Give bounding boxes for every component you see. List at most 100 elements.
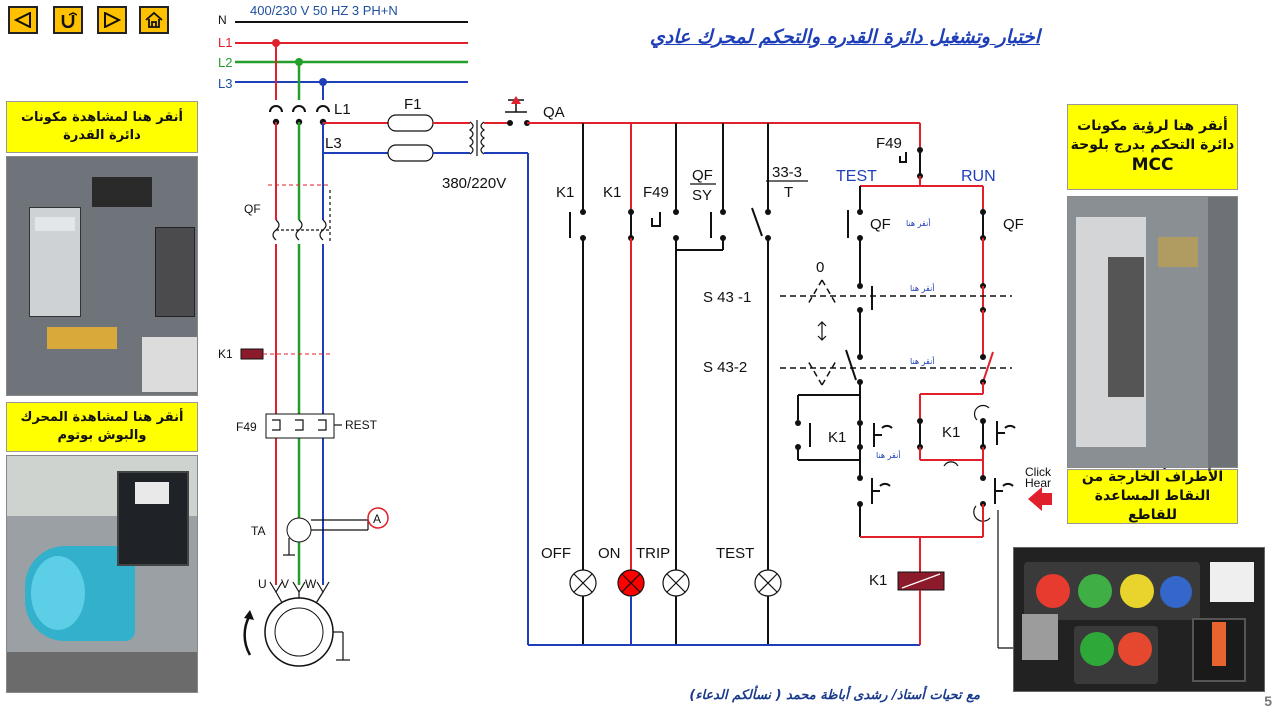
label-plate-image: [1210, 562, 1254, 602]
lamp-on-label: ON: [598, 545, 621, 562]
red-lamp-image: [1036, 574, 1070, 608]
back-button[interactable]: [8, 6, 38, 34]
forward-button[interactable]: [97, 6, 127, 34]
terminal-w: W: [305, 577, 317, 591]
ammeter-face-image: [135, 482, 169, 504]
pushbutton-panel-photo[interactable]: [1013, 547, 1265, 692]
mcc-callout-line3: MCC: [1131, 155, 1174, 176]
k1-hold-left-label: K1: [828, 429, 846, 446]
credits-text: مع تحيات أستاذ/ رشدى أباظة محمد ( نسألكم…: [689, 688, 980, 703]
drawer-rail-image: [1208, 197, 1237, 467]
overload-reset-label: REST: [345, 418, 378, 432]
meter-unit-image: [155, 227, 195, 317]
bus-n-label: N: [218, 13, 227, 27]
terminal-u: U: [258, 577, 267, 591]
bus-l2-label: L2: [218, 55, 232, 70]
branch-k1-b-label: K1: [603, 184, 621, 201]
fuse-f1-label: F1: [404, 96, 422, 113]
terminal-block-image: [47, 327, 117, 349]
lamp-test: [754, 569, 782, 597]
power-circuit: L1 L3 QF K1 F49 REST TA A: [218, 43, 389, 667]
power-k1-label: K1: [218, 347, 233, 361]
test-label: TEST: [836, 168, 877, 185]
triangle-left-icon: [14, 12, 31, 28]
power-components-link[interactable]: أنقر هنا لمشاهدة مكونات دائرة القدرة: [6, 101, 198, 153]
qf-sy-bottom: SY: [692, 187, 712, 204]
indicator-lamps: OFF ON TRIP TEST: [541, 545, 782, 645]
timer-top: 33-3: [772, 164, 802, 181]
click-hear-line2: Hear: [1025, 476, 1051, 490]
hint-qf: أنقر هنا: [906, 218, 931, 228]
f49-top-label: F49: [876, 135, 902, 152]
main-switch-qa: QA: [505, 96, 920, 126]
control-circuit: K1 K1 F49 QF SY 33-3 T: [528, 123, 1166, 649]
control-supply: F1 380/220V: [323, 96, 529, 645]
page-title: اختبار وتشغيل دائرة القدره والتحكم لمحرك…: [649, 26, 1040, 48]
motor-symbol: [243, 597, 350, 667]
lamp-trip-label: TRIP: [636, 545, 670, 562]
green-lamp-image: [1078, 574, 1112, 608]
bus-l1-label: L1: [218, 35, 232, 50]
click-hear-line1: Click: [1025, 465, 1052, 479]
mechanism-image: [1158, 237, 1198, 267]
lamp-on: [617, 569, 645, 597]
qf-right-label: QF: [1003, 216, 1024, 233]
hint-s43-2: أنقر هنا: [910, 356, 935, 366]
isolator-handle-image: [1212, 622, 1226, 666]
hint-hold: أنقر هنا: [876, 450, 901, 460]
ground-image: [7, 652, 197, 692]
lamp-trip: [662, 569, 690, 597]
power-qf-label: QF: [244, 202, 261, 216]
power-panel-photo[interactable]: [6, 156, 198, 396]
qa-label: QA: [543, 104, 565, 121]
cable-gland-image: [142, 337, 197, 392]
return-button[interactable]: [53, 6, 83, 34]
coil-k1-label: K1: [869, 572, 887, 589]
mcc-callout-line2: دائرة التحكم بدرج بلوحة: [1070, 136, 1235, 153]
hint-s43-1: أنقر هنا: [910, 283, 935, 293]
motor-fan-cover-image: [31, 556, 85, 630]
power-f49-label: F49: [236, 420, 257, 434]
home-button[interactable]: [139, 6, 169, 34]
blue-lamp-image: [1160, 576, 1192, 608]
run-label: RUN: [961, 168, 996, 185]
supply-buses: N 400/230 V 50 HZ 3 PH+N L1 L2 L3: [218, 3, 468, 91]
selector-knob-image: [1022, 614, 1058, 660]
green-button-image: [1080, 632, 1114, 666]
motor-photo[interactable]: [6, 455, 198, 693]
mcc-control-link[interactable]: أنقر هنا لرؤية مكونات دائرة التحكم بدرج …: [1067, 104, 1238, 190]
k1-hold-right-label: K1: [942, 424, 960, 441]
aux-contacts-image: [1108, 257, 1144, 397]
lamp-off-label: OFF: [541, 545, 571, 562]
selector-zero: 0: [816, 259, 824, 276]
return-arrow-icon: [61, 12, 77, 28]
lamp-test-label: TEST: [716, 545, 754, 562]
click-arrow-icon[interactable]: [1028, 487, 1052, 511]
mcc-drawer-photo[interactable]: [1067, 196, 1238, 468]
branch-f49-label: F49: [643, 184, 669, 201]
motor-pushbutton-link[interactable]: أنقر هنا لمشاهدة المحرك والبوش بوتوم: [6, 402, 198, 452]
mcc-callout-line1: أنقر هنا لرؤية مكونات: [1077, 117, 1228, 134]
timer-bottom: T: [784, 184, 793, 201]
busbar-image: [92, 177, 152, 207]
qf-sy-top: QF: [692, 167, 713, 184]
supply-spec: 400/230 V 50 HZ 3 PH+N: [250, 3, 398, 18]
l1-tap-label: L1: [334, 101, 351, 118]
home-icon: [145, 11, 163, 28]
red-button-image: [1118, 632, 1152, 666]
s43-1-label: S 43 -1: [703, 289, 751, 306]
ct-label: TA: [251, 524, 265, 538]
yellow-lamp-image: [1120, 574, 1154, 608]
bus-l3-label: L3: [218, 76, 232, 91]
aux-terminals-callout: الأطراف الخارجة من النقاط المساعدة للقاط…: [1067, 469, 1238, 524]
triangle-right-icon: [104, 12, 121, 28]
terminal-v: V: [281, 577, 289, 591]
page-number: 5: [1264, 693, 1272, 709]
lamp-off: [569, 569, 597, 597]
s43-2-label: S 43-2: [703, 359, 747, 376]
transformer-voltage: 380/220V: [442, 175, 506, 192]
ammeter-label: A: [373, 512, 381, 526]
qf-left-label: QF: [870, 216, 891, 233]
branch-k1-a-label: K1: [556, 184, 574, 201]
